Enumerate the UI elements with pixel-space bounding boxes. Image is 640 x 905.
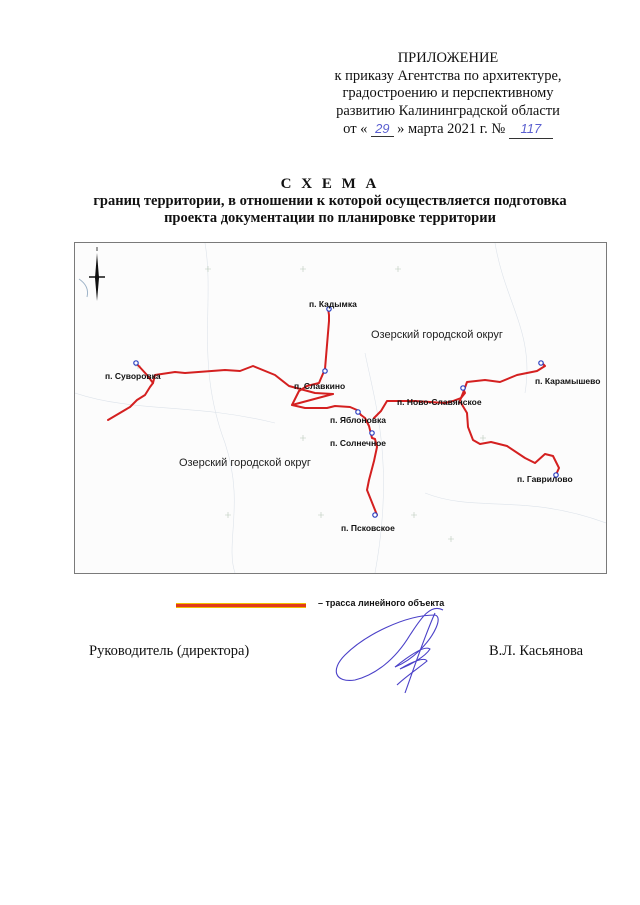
map-graphics [75, 243, 606, 573]
document-title: С Х Е М А границ территории, в отношении… [60, 176, 600, 227]
title-main: С Х Е М А [280, 176, 380, 192]
settlement-kadymka: п. Кадымка [309, 299, 357, 309]
date-prefix: от « [343, 121, 368, 137]
title-line-2: проекта документации по планировке терри… [164, 210, 496, 226]
appendix-heading: ПРИЛОЖЕНИЕ [397, 50, 499, 66]
settlement-suvorovka: п. Суворовка [105, 371, 161, 381]
settlement-pskovskoe: п. Псковское [341, 523, 395, 533]
settlement-solnechnoe: п. Солнечное [330, 438, 387, 448]
appendix-line-2: градостроению и перспективному [342, 85, 554, 101]
appendix-header: ПРИЛОЖЕНИЕ к приказу Агентства по архите… [298, 50, 598, 139]
title-line-1: границ территории, в отношении к которой… [93, 193, 567, 209]
north-arrow-icon [89, 247, 105, 301]
date-day: 29 [371, 121, 394, 137]
route-map: Озерский городской округ Озерский городс… [74, 242, 607, 574]
settlement-slavkino: п. Славкино [294, 381, 346, 391]
region-label-north: Озерский городской округ [371, 329, 503, 341]
handwritten-signature-icon [335, 607, 444, 694]
legend-route-swatch [176, 603, 306, 608]
signer-name: В.Л. Касьянова [489, 643, 584, 659]
region-label-south: Озерский городской округ [179, 457, 311, 469]
appendix-line-3: развитию Калининградской области [336, 102, 560, 119]
settlement-karamyshevo: п. Карамышево [535, 376, 601, 386]
appendix-date-line: от « 29 » марта 2021 г. № 117 [298, 120, 598, 139]
appendix-line-1: к приказу Агентства по архитектуре, [334, 67, 562, 84]
settlement-novo-slavyanskoe: п. Ново-Славянское [397, 397, 482, 407]
settlement-yablonovka: п. Яблоновка [330, 415, 387, 425]
settlement-gavrilovo: п. Гаврилово [517, 474, 573, 484]
signer-role: Руководитель (директора) [89, 643, 250, 659]
legend-route-label: – трасса линейного объекта [318, 598, 445, 608]
date-suffix: » марта 2021 г. № [397, 121, 506, 137]
order-number: 117 [508, 120, 553, 139]
